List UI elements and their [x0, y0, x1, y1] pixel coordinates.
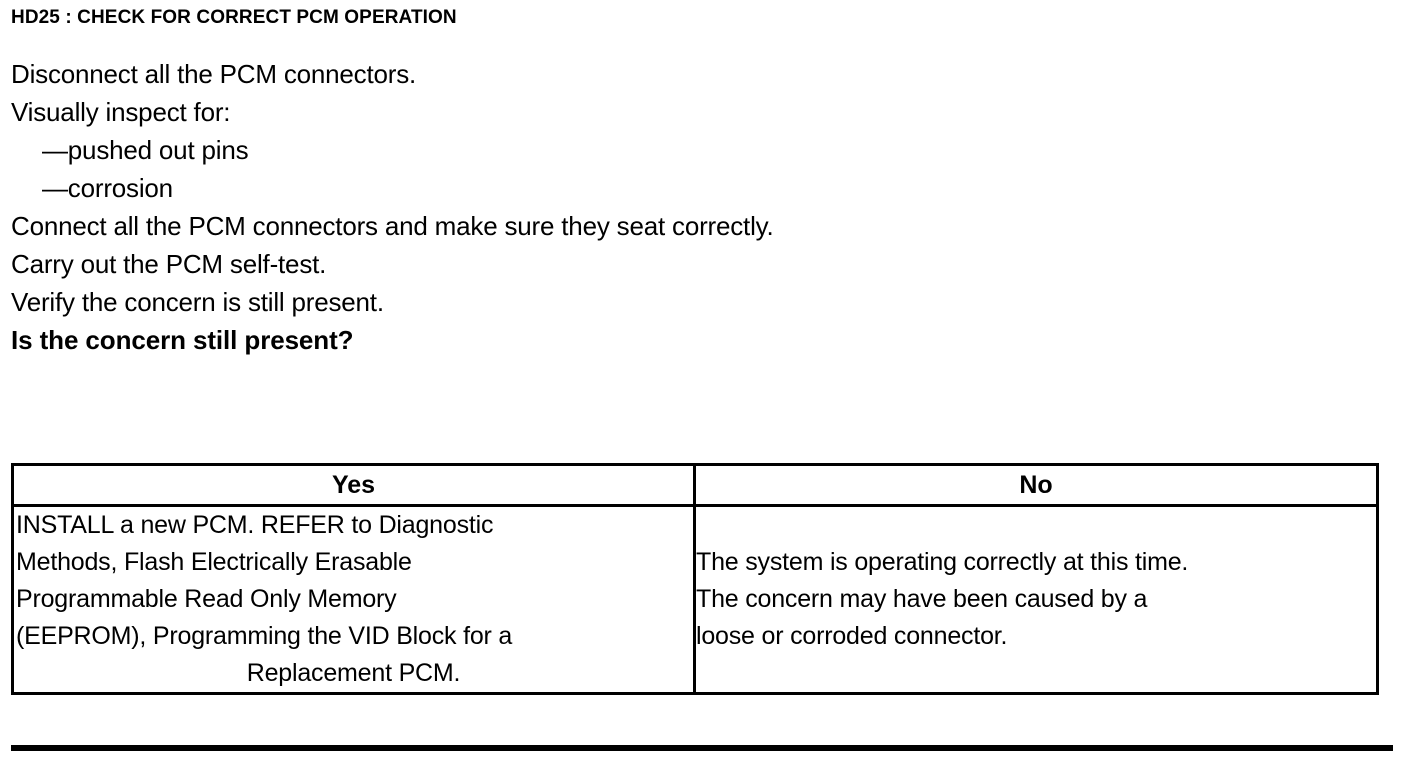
cell-text-line: loose or corroded connector. [696, 622, 1008, 650]
cell-no-action: The system is operating correctly at thi… [693, 504, 1379, 695]
page-title: HD25 : CHECK FOR CORRECT PCM OPERATION [11, 7, 457, 28]
cell-text-line: INSTALL a new PCM. REFER to Diagnostic [16, 511, 494, 539]
cell-text-line: The system is operating correctly at thi… [696, 548, 1189, 576]
column-header-yes: Yes [11, 463, 696, 507]
table-row: INSTALL a new PCM. REFER to Diagnostic M… [11, 504, 1379, 695]
cell-text-line: Programmable Read Only Memory [16, 585, 397, 613]
cell-text-line: The concern may have been caused by a [696, 585, 1148, 613]
decision-table: Yes No INSTALL a new PCM. REFER to Diagn… [11, 463, 1379, 695]
cell-yes-action: INSTALL a new PCM. REFER to Diagnostic M… [11, 504, 696, 695]
step-line-bullet: —pushed out pins [42, 135, 249, 165]
cell-no-text: The system is operating correctly at thi… [696, 544, 1376, 655]
cell-yes-text: INSTALL a new PCM. REFER to Diagnostic M… [14, 507, 693, 692]
decision-question: Is the concern still present? [11, 325, 354, 355]
footer-divider-rule [11, 745, 1393, 751]
step-line: Disconnect all the PCM connectors. [11, 59, 417, 89]
cell-text-line: Methods, Flash Electrically Erasable [16, 548, 412, 576]
step-line: Verify the concern is still present. [11, 287, 384, 317]
table-header-row: Yes No [11, 463, 1379, 507]
step-line: Connect all the PCM connectors and make … [11, 211, 774, 241]
cell-text-line: (EEPROM), Programming the VID Block for … [16, 622, 513, 650]
cell-text-line: Replacement PCM. [246, 659, 461, 687]
column-header-no: No [693, 463, 1379, 507]
step-line: Visually inspect for: [11, 97, 231, 127]
procedure-steps: Disconnect all the PCM connectors. Visua… [11, 55, 1391, 359]
step-line-bullet: —corrosion [42, 173, 173, 203]
step-line: Carry out the PCM self-test. [11, 249, 327, 279]
